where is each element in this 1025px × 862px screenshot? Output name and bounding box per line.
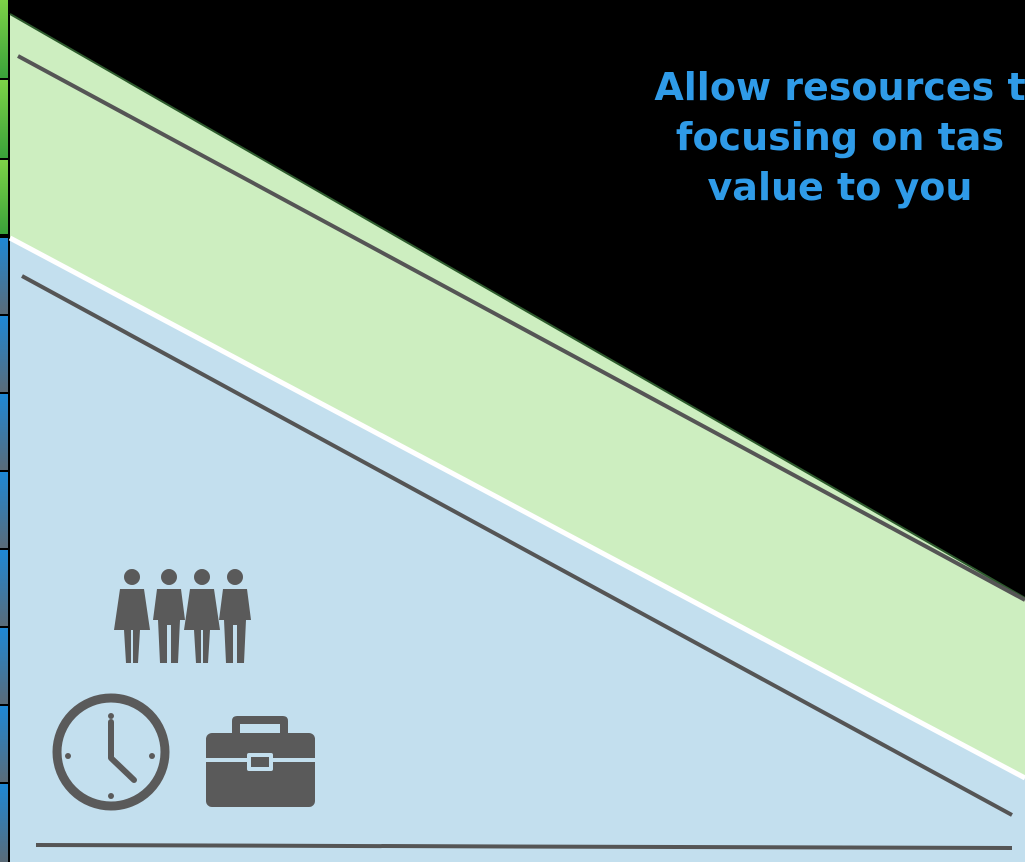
callout-line-3: value to you — [707, 165, 973, 209]
upper-band — [10, 14, 1025, 778]
clock-icon — [52, 693, 170, 811]
briefcase-icon — [206, 716, 315, 807]
edge-strip-2 — [0, 80, 10, 158]
people-group-icon — [114, 569, 251, 663]
edge-strip-7 — [0, 472, 10, 548]
edge-strip-9 — [0, 628, 10, 704]
lower-band — [10, 238, 1025, 862]
callout-line-2: focusing on tas — [675, 115, 1005, 159]
edge-strip-6 — [0, 394, 10, 470]
edge-strip-11 — [0, 784, 10, 862]
callout-text: Allow resources t focusing on tas value … — [560, 62, 1025, 212]
baseline — [35, 843, 1013, 850]
edge-strip-8 — [0, 550, 10, 626]
upper-band-edge — [9, 13, 1025, 599]
band-separator — [8, 235, 1025, 781]
edge-strip-10 — [0, 706, 10, 782]
edge-strip-5 — [0, 316, 10, 392]
edge-strip-1 — [0, 0, 10, 78]
callout-line-1: Allow resources t — [654, 65, 1025, 109]
upper-diagonal-line — [17, 54, 1025, 602]
lower-diagonal-line — [21, 274, 1013, 817]
edge-strip-3 — [0, 160, 10, 234]
edge-strip-4 — [0, 238, 10, 314]
